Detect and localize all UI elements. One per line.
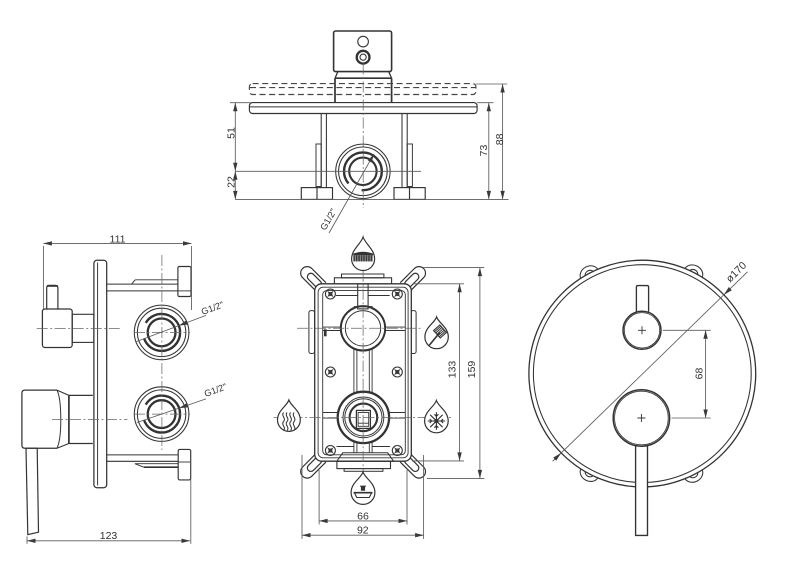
svg-text:123: 123: [100, 530, 118, 542]
svg-text:92: 92: [357, 525, 369, 537]
svg-text:88: 88: [494, 133, 506, 145]
svg-text:111: 111: [110, 233, 126, 245]
svg-text:66: 66: [357, 510, 369, 522]
svg-text:G1/2": G1/2": [203, 382, 228, 399]
svg-text:133: 133: [447, 361, 459, 379]
svg-text:G1/2": G1/2": [200, 300, 225, 317]
svg-text:159: 159: [466, 361, 478, 379]
svg-text:68: 68: [694, 368, 706, 380]
svg-text:73: 73: [478, 145, 490, 157]
svg-text:ø170: ø170: [724, 259, 750, 285]
svg-text:G1/2": G1/2": [318, 207, 338, 232]
svg-text:51: 51: [226, 127, 238, 139]
svg-text:22: 22: [226, 176, 238, 188]
